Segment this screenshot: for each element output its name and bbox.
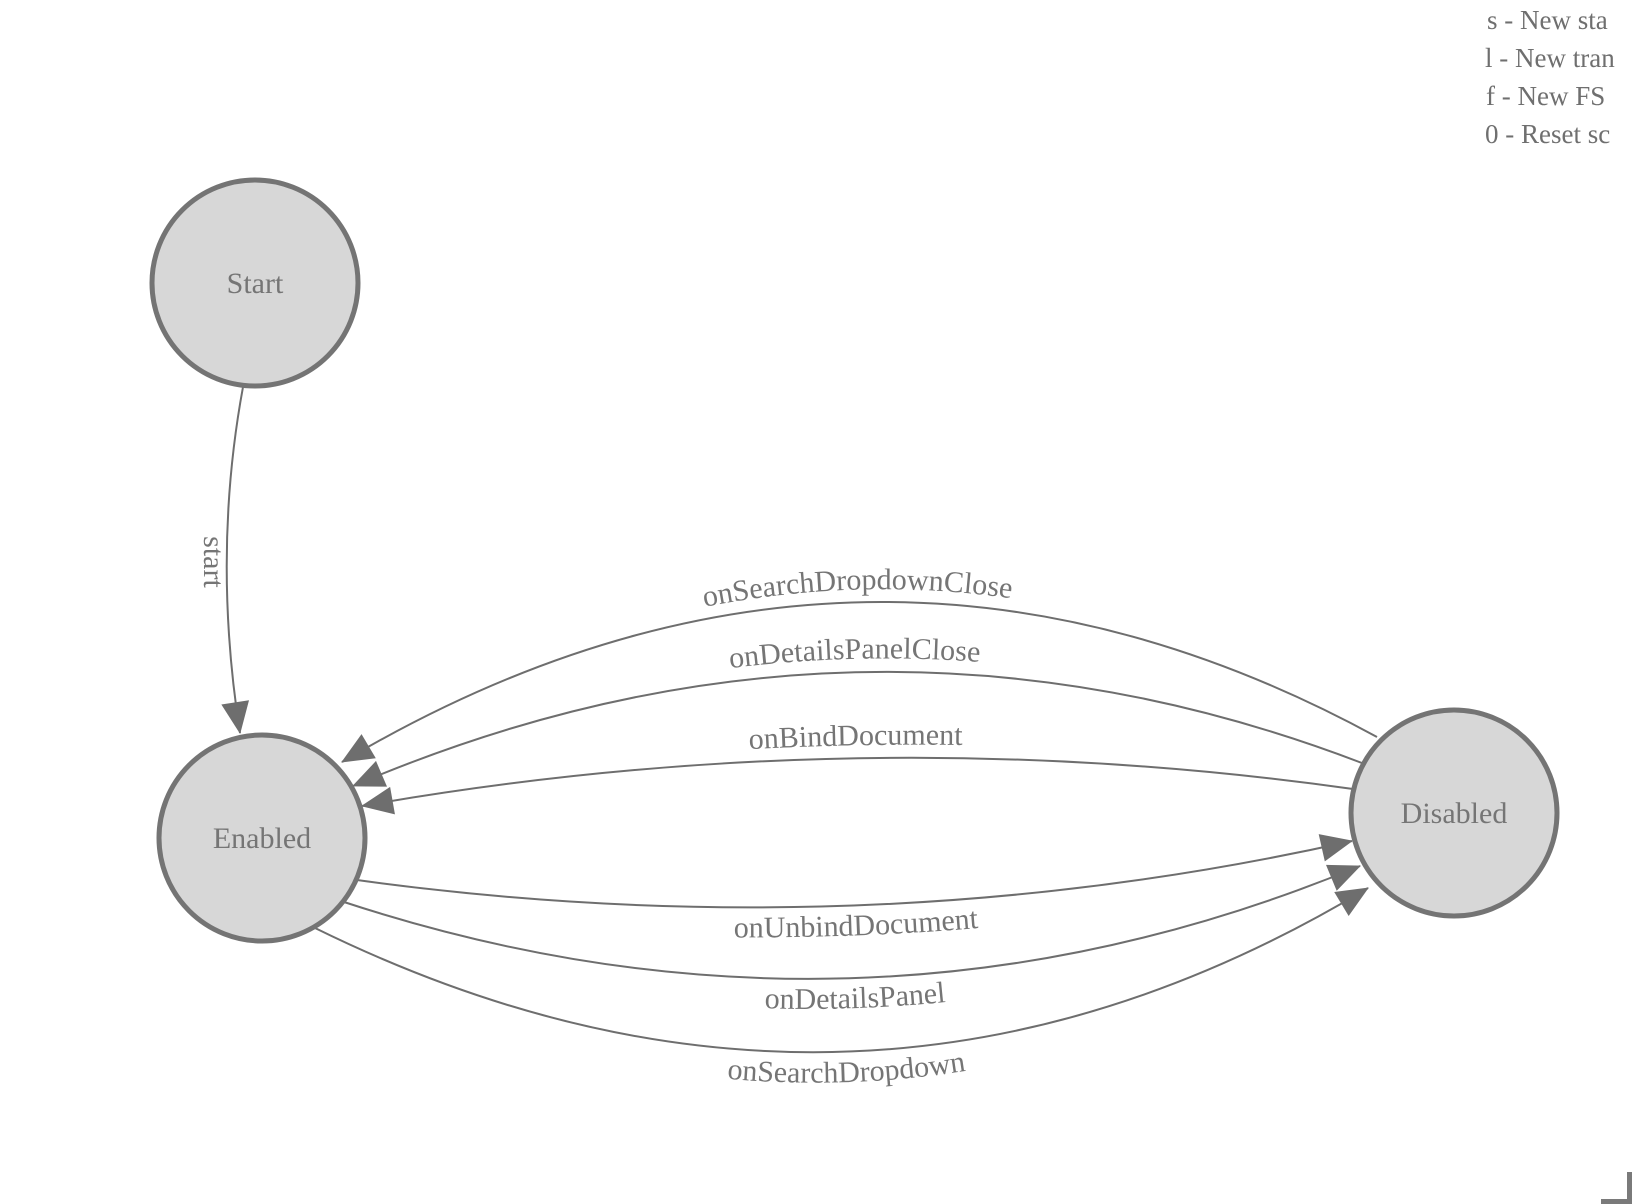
transition-label-onbinddocument[interactable]: onBindDocument [748,719,964,756]
transition-label-ondetailspanel[interactable]: onDetailsPanel [764,976,946,1016]
transition-label-start[interactable]: start [197,536,230,588]
state-circle-start[interactable] [149,177,361,389]
transition-edge-start[interactable] [221,386,250,734]
legend-line-reset: 0 - Reset sc [1485,119,1610,149]
transition-edge-onunbinddocument[interactable] [356,834,1353,909]
state-circle-enabled[interactable] [156,732,368,944]
legend-line-new-fsm: f - New FS [1486,81,1605,111]
transition-edges [221,386,1378,1054]
state-label-disabled: Disabled [1401,797,1508,830]
transition-label-onunbinddocument[interactable]: onUnbindDocument [734,902,980,944]
state-label-start: Start [227,267,284,300]
legend-line-new-state: s - New sta [1487,5,1608,35]
state-node-start[interactable]: Start [149,177,361,389]
shortcut-legend: s - New sta l - New tran f - New FS 0 - … [1485,5,1615,149]
clipped-corner-shape [1601,1172,1632,1204]
legend-line-new-transition: l - New tran [1485,43,1615,73]
transition-edge-onsearchdropdownclose[interactable] [341,601,1378,763]
state-circle-disabled[interactable] [1348,707,1560,919]
transition-edge-onbinddocument[interactable] [361,756,1354,815]
state-label-enabled: Enabled [213,822,311,855]
transition-edge-onsearchdropdown[interactable] [314,887,1369,1054]
state-node-enabled[interactable]: Enabled [156,732,368,944]
transition-label-ondetailspanelclose[interactable]: onDetailsPanelClose [727,632,981,675]
transition-edge-ondetailspanelclose[interactable] [352,670,1363,787]
transition-edge-ondetailspanel[interactable] [343,864,1361,980]
state-node-disabled[interactable]: Disabled [1348,707,1560,919]
